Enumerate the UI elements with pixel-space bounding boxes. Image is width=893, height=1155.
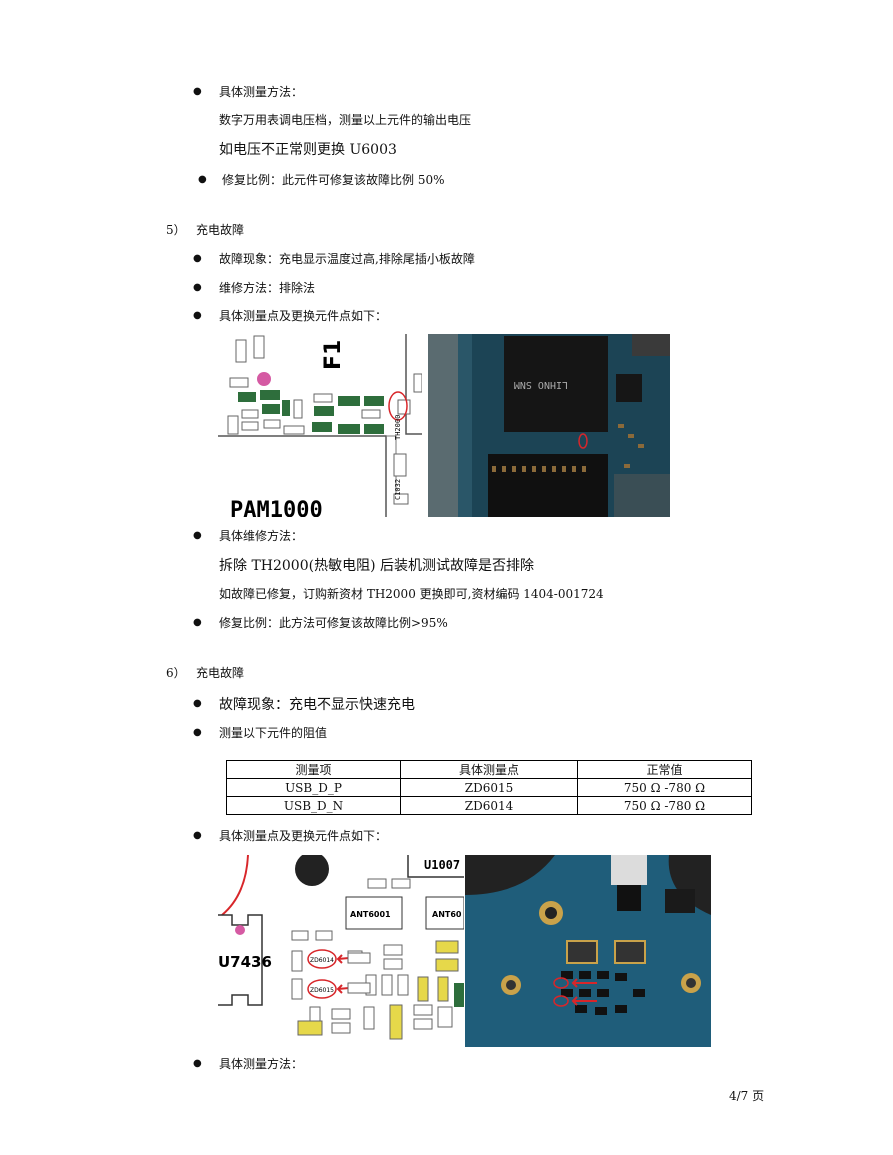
table-cell: USB_D_N (226, 796, 401, 815)
table-cell: 750 Ω -780 Ω (577, 796, 752, 815)
table-header: 具体测量点 (400, 760, 578, 779)
bullet: ● (193, 727, 202, 738)
bullet: ● (193, 617, 202, 628)
pam-label: PAM1000 (230, 498, 323, 517)
schematic-image: TH2000 C1032 F1 PAM1000 (218, 334, 422, 517)
table-header: 测量项 (226, 760, 401, 779)
pcb-photo (465, 855, 711, 1047)
page-number: 4/7 页 (729, 1089, 765, 1103)
symptom-text: 故障现象：充电不显示快速充电 (219, 697, 415, 713)
measure-text: 测量以下元件的阻值 (219, 726, 328, 740)
section-number: 5） (166, 223, 186, 237)
repair-line: 如故障已修复，订购新资材 TH2000 更换即可,资材编码 1404-00172… (219, 587, 604, 601)
bullet: ● (193, 253, 202, 264)
schematic-image: U7436 U1007 ANT6001 ANT60 ZD6014 Z (218, 855, 464, 1047)
table-row: USB_D_N ZD6014 750 Ω -780 Ω (226, 796, 752, 815)
zd-label: ZD6014 (310, 957, 334, 964)
repair-line: 拆除 TH2000(热敏电阻) 后装机测试故障是否排除 (219, 558, 534, 574)
points-label: 具体测量点及更换元件点如下： (219, 829, 388, 843)
table-cell: USB_D_P (226, 778, 401, 797)
repair-label: 具体维修方法： (219, 529, 304, 543)
chip-marking: LIHNO SNM (514, 379, 568, 390)
method-line: 数字万用表调电压档，测量以上元件的输出电压 (219, 113, 472, 127)
bullet: ● (193, 830, 202, 841)
ratio-text: 修复比例：此元件可修复该故障比例 50% (222, 173, 445, 187)
symptom-text: 故障现象：充电显示温度过高,排除尾插小板故障 (219, 252, 475, 266)
bullet: ● (198, 174, 207, 185)
table-cell: 750 Ω -780 Ω (577, 778, 752, 797)
table-cell: ZD6014 (400, 796, 578, 815)
points-label: 具体测量点及更换元件点如下： (219, 309, 388, 323)
method-text: 维修方法：排除法 (219, 281, 316, 295)
zd-label: ZD6015 (310, 987, 334, 994)
ratio-text: 修复比例：此方法可修复该故障比例>95% (219, 616, 448, 630)
ant-label: ANT60 (432, 910, 462, 919)
bullet: ● (193, 530, 202, 541)
section-number: 6） (166, 666, 186, 680)
bullet: ● (193, 282, 202, 293)
table-header: 正常值 (577, 760, 752, 779)
bullet: ● (193, 86, 202, 97)
section-title: 充电故障 (196, 666, 245, 680)
method-label: 具体测量方法： (219, 85, 304, 99)
c-label: C1032 (394, 479, 402, 500)
bullet: ● (193, 310, 202, 321)
bullet: ● (193, 1058, 202, 1069)
bullet: ● (193, 698, 202, 709)
pcb-photo: LIHNO SNM (428, 334, 670, 517)
measurement-table: 测量项 具体测量点 正常值 USB_D_P ZD6015 750 Ω -780 … (226, 760, 752, 815)
table-row: USB_D_P ZD6015 750 Ω -780 Ω (226, 778, 752, 797)
f-label: F1 (321, 340, 346, 370)
ant-label: ANT6001 (350, 910, 391, 919)
method-label: 具体测量方法： (219, 1057, 304, 1071)
th-label: TH2000 (394, 415, 402, 440)
table-header-row: 测量项 具体测量点 正常值 (226, 760, 752, 779)
u1007-label: U1007 (424, 858, 460, 872)
section-title: 充电故障 (196, 223, 245, 237)
method-line: 如电压不正常则更换 U6003 (219, 142, 397, 158)
u7436-label: U7436 (218, 953, 272, 971)
table-cell: ZD6015 (400, 778, 578, 797)
